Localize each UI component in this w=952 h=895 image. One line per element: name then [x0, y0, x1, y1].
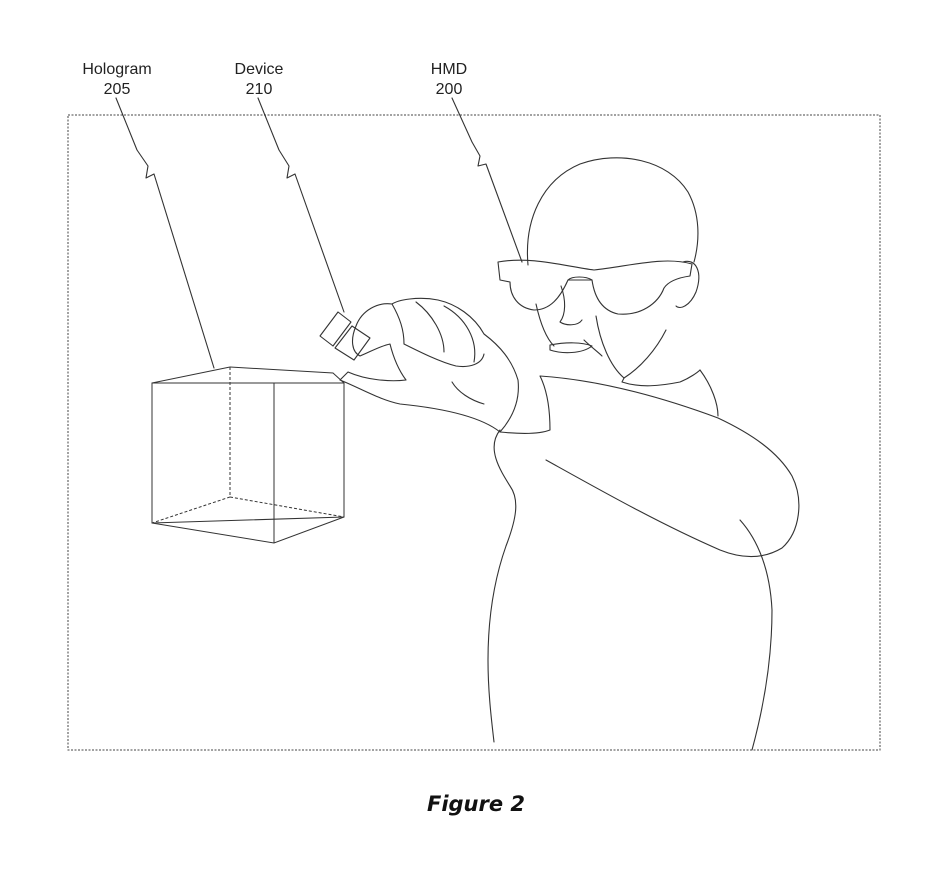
label-device-name: Device — [234, 61, 284, 78]
nose — [559, 285, 583, 326]
label-hmd-name: HMD — [430, 61, 468, 78]
label-hmd-ref: 200 — [435, 81, 463, 98]
label-hmd: HMD 200 — [389, 60, 509, 100]
device-ring — [319, 311, 371, 361]
hologram-cube — [151, 366, 345, 544]
face-outline — [535, 303, 667, 379]
head-outline — [526, 157, 699, 266]
torso-left — [487, 429, 517, 743]
torso-right — [699, 369, 719, 417]
hmd-glasses-icon — [497, 259, 693, 315]
label-device: Device 210 — [199, 60, 319, 100]
label-device-ref: 210 — [245, 81, 273, 98]
arm — [499, 375, 800, 557]
mouth — [549, 342, 593, 354]
label-hologram-name: Hologram — [82, 61, 152, 78]
torso-bottom-right — [739, 519, 773, 751]
person-figure — [339, 157, 800, 751]
scene-frame — [67, 114, 881, 751]
fist — [339, 297, 519, 433]
leader-line-hmd — [451, 97, 523, 263]
neck — [621, 369, 701, 387]
leader-line-hologram — [115, 97, 215, 369]
label-hologram: Hologram 205 — [57, 60, 177, 100]
leader-line-device — [257, 97, 345, 313]
figure-caption: Figure 2 — [426, 792, 526, 816]
ear — [675, 260, 700, 309]
label-hologram-ref: 205 — [103, 81, 131, 98]
